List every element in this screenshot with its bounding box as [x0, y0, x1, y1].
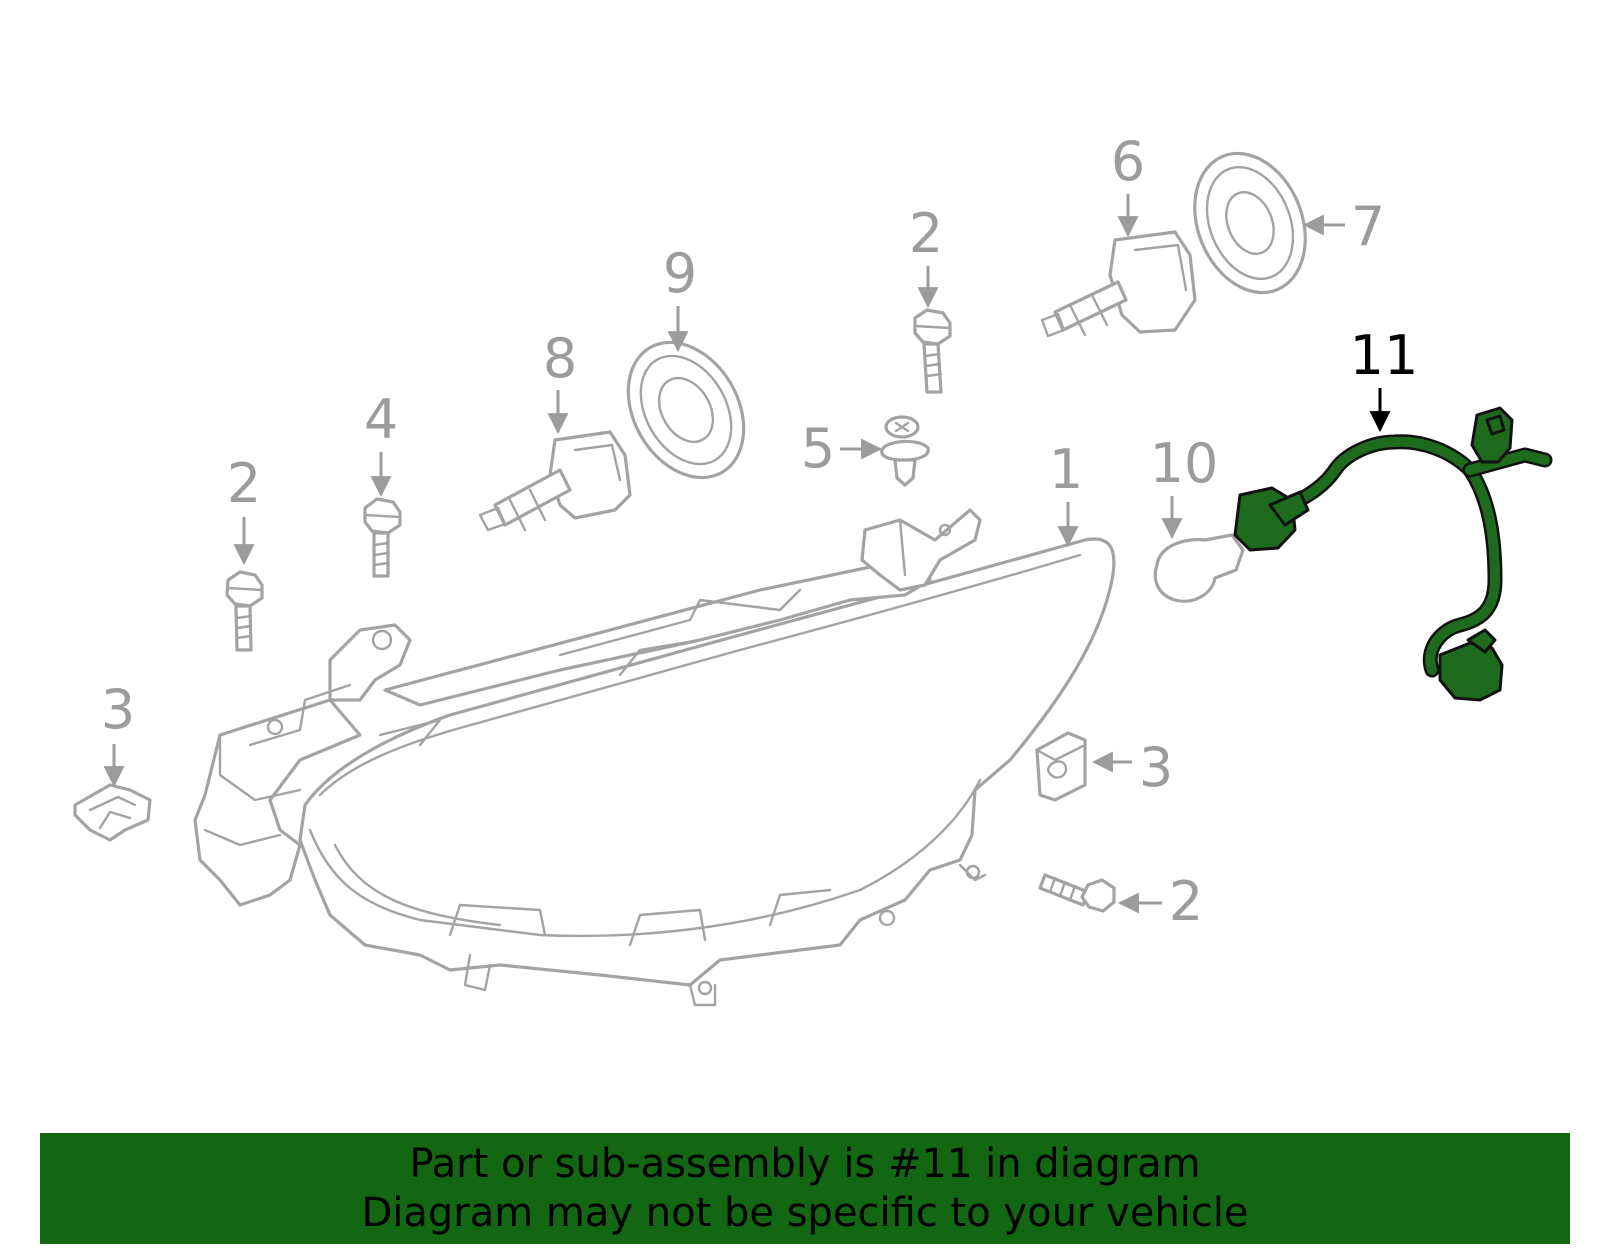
callout-5: 5 — [801, 417, 883, 480]
headlamp-assembly-part — [193, 508, 1116, 1007]
callout-number: 3 — [1139, 736, 1173, 799]
callout-6: 6 — [1111, 130, 1145, 238]
bolt-left-part — [225, 570, 264, 652]
clip-right-part — [1035, 731, 1087, 802]
callout-9: 9 — [663, 242, 697, 353]
clip-left-part — [73, 783, 152, 842]
callout-number: 3 — [101, 678, 135, 741]
callout-number: 7 — [1351, 195, 1385, 258]
callout-2-top: 2 — [909, 202, 943, 309]
wiring-harness-part — [1233, 406, 1553, 702]
callout-number: 2 — [227, 452, 261, 515]
bolt-top-part — [913, 308, 952, 394]
banner-line-part-number: Part or sub-assembly is #11 in diagram — [409, 1140, 1201, 1187]
callout-4: 4 — [364, 388, 398, 498]
banner-line-disclaimer: Diagram may not be specific to your vehi… — [361, 1189, 1249, 1236]
callout-10: 10 — [1150, 432, 1219, 540]
bulb-8-part — [478, 430, 632, 532]
callout-1: 1 — [1049, 438, 1083, 548]
callout-2-left: 2 — [227, 452, 261, 566]
callout-8: 8 — [543, 327, 577, 435]
bulb-10-part — [1153, 533, 1245, 603]
callout-number: 5 — [801, 417, 835, 480]
callout-7: 7 — [1302, 195, 1385, 258]
callout-number: 1 — [1049, 438, 1083, 501]
callout-number: 4 — [364, 388, 398, 451]
callout-number: 9 — [663, 242, 697, 305]
bulb-6-part — [1040, 230, 1197, 338]
cap-7-part — [1193, 151, 1307, 295]
callout-number: 6 — [1111, 130, 1145, 193]
harness-lower-connector — [1438, 641, 1504, 702]
callout-3-right: 3 — [1091, 736, 1173, 799]
callout-number: 8 — [543, 327, 577, 390]
callout-11: 11 — [1350, 324, 1419, 433]
screw-5-part — [880, 415, 930, 487]
callout-number: 10 — [1150, 432, 1219, 495]
callout-number: 2 — [1169, 870, 1203, 933]
callout-3-left: 3 — [101, 678, 135, 788]
cap-9-part — [626, 340, 746, 480]
callout-number-highlighted: 11 — [1350, 324, 1419, 387]
info-banner: Part or sub-assembly is #11 in diagram D… — [40, 1133, 1570, 1244]
harness-wire-outline — [1282, 434, 1503, 678]
bolt-right-part — [1038, 873, 1116, 913]
callout-number: 2 — [909, 202, 943, 265]
callout-2-right: 2 — [1117, 870, 1203, 933]
bolt-4-part — [363, 497, 402, 578]
